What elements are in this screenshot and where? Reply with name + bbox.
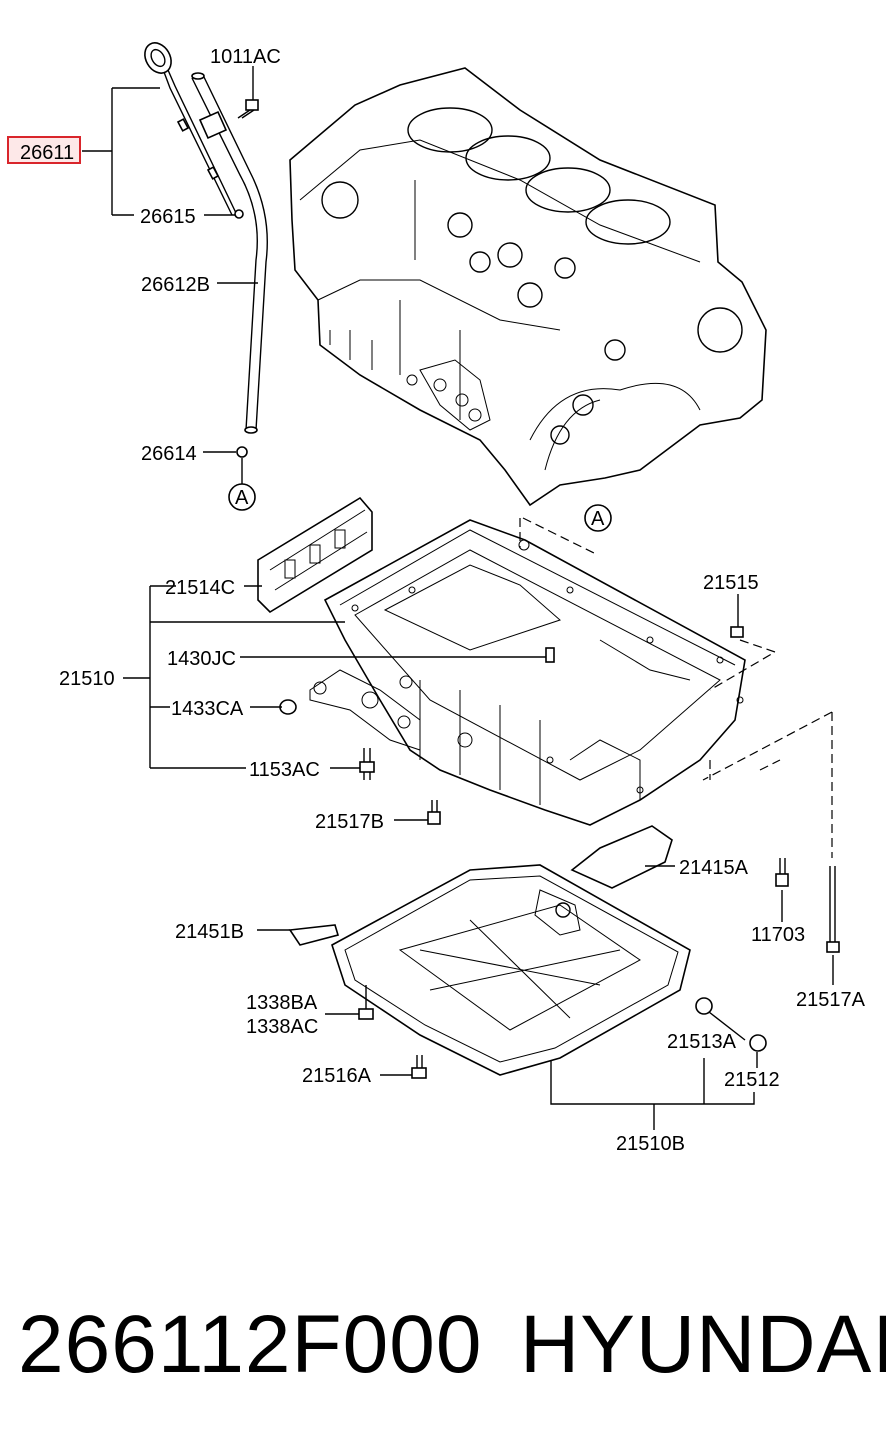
reference-lines (519, 517, 833, 858)
label-21517a: 21517A (796, 989, 866, 1011)
label-21513a: 21513A (667, 1031, 737, 1053)
label-1338ba: 1338BA (246, 992, 318, 1014)
part-labels: 26611 1011AC 26615 26612B 26614 A A 2151… (20, 46, 866, 1155)
baffle-21514c (257, 496, 373, 614)
parts-diagram: 26611 1011AC 26615 26612B 26614 A A 2151… (7, 42, 866, 1155)
label-21514c: 21514C (165, 577, 235, 599)
label-1153ac: 1153AC (249, 759, 320, 781)
ref-circle-a1 (228, 483, 256, 511)
label-26611: 26611 (20, 142, 74, 164)
brand-text: HYUNDAI (520, 1299, 886, 1390)
dipstick (144, 42, 237, 216)
label-1338ac: 1338AC (246, 1016, 318, 1038)
label-21517b: 21517B (315, 811, 384, 833)
upper-oil-pan (309, 519, 746, 826)
engine-block (289, 67, 767, 507)
label-21415a: 21415A (679, 857, 749, 879)
label-21515: 21515 (703, 572, 759, 594)
bolt-1011ac (237, 99, 259, 119)
leader-lines (82, 66, 834, 1130)
label-21516a: 21516A (302, 1065, 372, 1087)
dipstick-tube (191, 72, 268, 458)
label-26615: 26615 (140, 206, 196, 228)
part-number-text: 266112F000 (18, 1299, 483, 1390)
label-21510: 21510 (59, 668, 115, 690)
label-11703: 11703 (751, 924, 805, 946)
label-1430jc: 1430JC (167, 648, 236, 670)
lower-oil-pan (331, 864, 691, 1076)
label-ref-a1: A (235, 487, 249, 509)
ref-circle-a2 (584, 504, 612, 532)
label-26612b: 26612B (141, 274, 210, 296)
label-1433ca: 1433CA (171, 698, 244, 720)
label-21451b: 21451B (175, 921, 244, 943)
baffle-21415a (570, 825, 673, 889)
label-1011ac: 1011AC (210, 46, 281, 68)
footer-caption: 266112F000 HYUNDAI (0, 1290, 886, 1410)
fasteners (279, 626, 840, 1079)
label-21510b: 21510B (616, 1133, 685, 1155)
label-ref-a2: A (591, 508, 605, 530)
highlight-26611 (7, 136, 81, 164)
label-26614: 26614 (141, 443, 197, 465)
label-21512: 21512 (724, 1069, 780, 1091)
